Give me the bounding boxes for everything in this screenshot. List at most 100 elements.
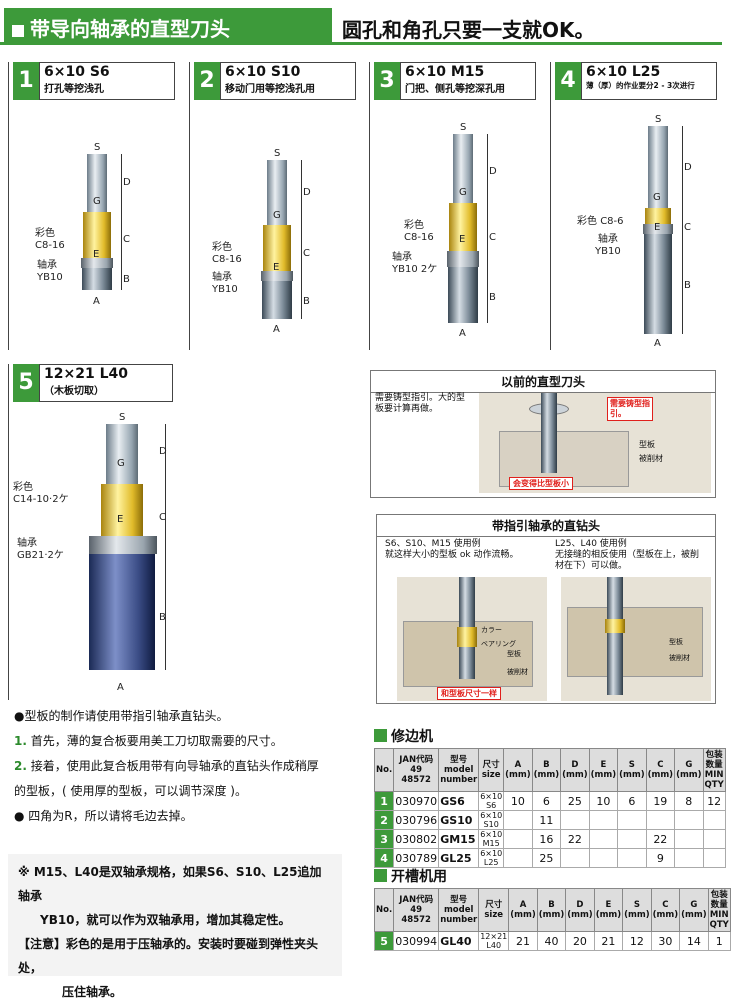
table-cell-g: 14 bbox=[679, 931, 709, 951]
table-cell-d: 20 bbox=[565, 931, 595, 951]
page-title: 带导向轴承的直型刀头 bbox=[30, 17, 230, 41]
column-header: No. bbox=[373, 888, 395, 932]
column-header: 型号 model number bbox=[438, 888, 480, 932]
table-cell-qty bbox=[702, 848, 726, 868]
dim-d: D bbox=[684, 162, 692, 173]
table-cell-jan: 030802 bbox=[393, 829, 440, 849]
column-header: JAN代码 49 48572 bbox=[393, 748, 440, 792]
panel-label: 12×21 L40 （木板切取） bbox=[39, 364, 173, 402]
column-header: D (mm) bbox=[560, 748, 590, 792]
table-cell-qty: 1 bbox=[707, 931, 731, 951]
table-cell-e bbox=[588, 829, 619, 849]
bit-shank bbox=[106, 424, 138, 486]
column-header: S (mm) bbox=[617, 748, 647, 792]
panel-4: 4 6×10 L25 薄（厚）的作业要分2 - 3次进行 S G E D C B… bbox=[550, 62, 720, 350]
bit-cutter bbox=[89, 554, 155, 670]
table-cell-model: GL25 bbox=[438, 848, 480, 868]
footnote-box: ※ M15、L40是双轴承规格，如果S6、S10、L25追加轴承 YB10，就可… bbox=[8, 854, 342, 999]
bit-shank bbox=[607, 577, 623, 619]
page-subtitle: 圆孔和角孔只要一支就OK。 bbox=[342, 18, 595, 42]
footnote-line-1: ※ M15、L40是双轴承规格，如果S6、S10、L25追加轴承 bbox=[18, 865, 322, 903]
column-header: S (mm) bbox=[622, 888, 652, 932]
bit-color-ring bbox=[645, 208, 671, 224]
footnote-line-3: 【注意】彩色的是用于压轴承的。安装时要碰到弹性夹头处， bbox=[18, 937, 319, 975]
table-cell-e: 21 bbox=[593, 931, 624, 951]
panel-size: 6×10 M15 bbox=[405, 64, 485, 80]
dim-g: G bbox=[117, 458, 125, 469]
bit-shank bbox=[459, 577, 475, 627]
tag-color: カラー bbox=[481, 626, 502, 634]
dim-g: G bbox=[93, 196, 101, 207]
panel-number: 4 bbox=[555, 62, 581, 100]
workpiece-block bbox=[567, 607, 703, 677]
column-header: C (mm) bbox=[645, 748, 676, 792]
dim-e: E bbox=[117, 514, 124, 525]
dim-g: G bbox=[653, 192, 661, 203]
column-header: G (mm) bbox=[674, 748, 704, 792]
bit-bearing bbox=[261, 271, 293, 281]
bit-bearing bbox=[643, 224, 673, 234]
note-2: 1. 首先，薄的复合板要用美工刀切取需要的尺寸。 bbox=[14, 734, 283, 748]
footnote-line-4: 压住轴承。 bbox=[62, 985, 123, 999]
panel-number: 3 bbox=[374, 62, 400, 100]
table-cell-d bbox=[560, 810, 590, 830]
table-cell-qty bbox=[702, 810, 726, 830]
dim-b: B bbox=[684, 280, 691, 291]
usage-notes: ●型板的制作请使用带指引轴承直钻头。 1. 首先，薄的复合板要用美工刀切取需要的… bbox=[14, 704, 344, 829]
table-cell-no: 4 bbox=[373, 848, 395, 868]
title-square-icon bbox=[12, 24, 24, 37]
table-cell-b: 25 bbox=[531, 848, 562, 868]
panel-desc: 门把、侧孔等挖深孔用 bbox=[405, 84, 505, 95]
column-header: JAN代码 49 48572 bbox=[393, 888, 440, 932]
panel-desc: 移动门用等挖浅孔用 bbox=[225, 84, 315, 95]
bit-cutter bbox=[459, 647, 475, 679]
panel-size: 6×10 S6 bbox=[44, 64, 110, 80]
dim-line bbox=[301, 160, 302, 319]
bit-color-ring bbox=[449, 203, 477, 251]
tag-template: 型板 bbox=[507, 650, 521, 658]
section-icon bbox=[374, 729, 387, 742]
table-cell-s bbox=[617, 848, 647, 868]
panel-label: 6×10 S6 打孔等挖浅孔 bbox=[39, 62, 175, 100]
panel-desc: （木板切取） bbox=[44, 386, 104, 397]
tag-template: 型板 bbox=[639, 440, 655, 449]
table-cell-e: 10 bbox=[588, 791, 619, 811]
illustration-left: カラー ベアリング 型板 被削材 和型板尺寸一样 bbox=[397, 577, 547, 701]
bit bbox=[541, 393, 557, 473]
column-header: 尺寸 size bbox=[478, 888, 510, 932]
box-text: 需要铸型指引。大的型板要计算再做。 bbox=[375, 393, 466, 414]
bit-cutter bbox=[607, 633, 623, 695]
dim-c: C bbox=[303, 248, 310, 259]
bit-shank bbox=[267, 160, 287, 226]
column-header: G (mm) bbox=[679, 888, 709, 932]
bit-shank bbox=[453, 134, 473, 204]
box-title: 以前的直型刀头 bbox=[371, 371, 715, 393]
column-header: E (mm) bbox=[593, 888, 624, 932]
table-cell-c: 19 bbox=[645, 791, 676, 811]
table-cell-qty: 12 bbox=[702, 791, 726, 811]
panel-label: 6×10 L25 薄（厚）的作业要分2 - 3次进行 bbox=[581, 62, 717, 100]
table-cell-g bbox=[674, 848, 704, 868]
bit-color-ring bbox=[101, 484, 143, 536]
dim-d: D bbox=[159, 446, 167, 457]
table-cell-c: 9 bbox=[645, 848, 676, 868]
tag-template: 型板 bbox=[669, 638, 683, 646]
bit-cutter bbox=[262, 281, 292, 319]
column-header: 型号 model number bbox=[438, 748, 480, 792]
table-cell-jan: 030789 bbox=[393, 848, 440, 868]
dim-line bbox=[682, 126, 683, 334]
table-cell-size: 6×10 S10 bbox=[478, 810, 505, 830]
bottom-note: 会变得比型板小 bbox=[509, 477, 573, 490]
table-cell-e bbox=[588, 848, 619, 868]
table-cell-g: 8 bbox=[674, 791, 704, 811]
bit-bearing bbox=[447, 251, 479, 267]
